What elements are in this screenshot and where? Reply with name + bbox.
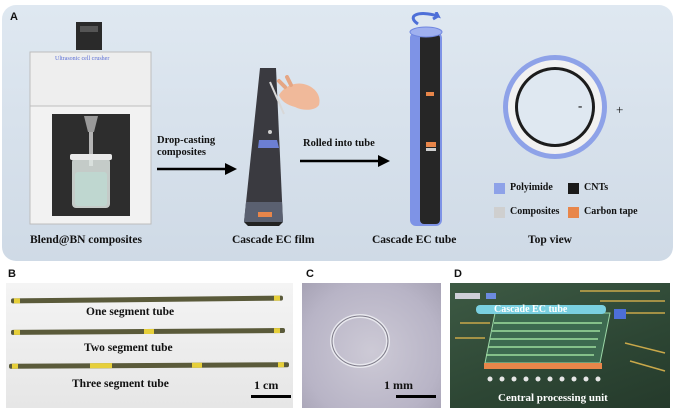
panel-c-letter: C (306, 268, 314, 280)
cascade-ec-tube (409, 12, 443, 226)
arrow-right-icon (157, 163, 237, 175)
dropper-hand-icon (277, 75, 320, 110)
caption-tube: Cascade EC tube (372, 234, 457, 246)
caption-top-view: Top view (528, 234, 572, 246)
ultrasonic-label: Ultrasonic cell crusher (55, 56, 110, 62)
tube-cross-section (330, 314, 436, 398)
arrow-right-icon (300, 155, 390, 167)
circuit-board-render (455, 290, 666, 382)
polarity-plus: + (616, 102, 624, 117)
ultrasonic-cell-crusher (29, 22, 152, 225)
legend-label-composites: Composites (510, 206, 560, 217)
panel-c-photo (302, 283, 441, 408)
scale-bar-b-label: 1 cm (254, 378, 279, 392)
panel-b-photo (6, 283, 293, 408)
legend-swatch-cnts (568, 183, 579, 194)
panel-a-letter: A (10, 11, 18, 23)
legend-label-carbon-tape: Carbon tape (584, 206, 638, 217)
legend-label-polyimide: Polyimide (510, 182, 553, 193)
tube-label-three: Three segment tube (72, 378, 169, 390)
caption-film: Cascade EC film (232, 234, 315, 246)
cascade-tube-label: Cascade EC tube (494, 304, 568, 315)
panel-b-letter: B (8, 268, 16, 280)
polarity-minus: - (578, 98, 583, 113)
legend-label-cnts: CNTs (584, 182, 609, 193)
caption-blend: Blend@BN composites (30, 234, 142, 246)
arrow1-label-line1: Drop-casting (157, 135, 216, 146)
segment-tubes (9, 295, 291, 398)
tube-label-one: One segment tube (86, 306, 175, 318)
arrow1-label: Drop-casting composites (157, 135, 215, 159)
tube-label-two: Two segment tube (84, 342, 173, 354)
legend-swatch-carbon-tape (568, 207, 579, 218)
scale-bar-c-label: 1 mm (384, 378, 413, 392)
top-view-ring (503, 55, 607, 159)
cpu-label: Central processing unit (498, 392, 608, 404)
cascade-ec-film (244, 68, 285, 226)
legend-swatch-composites (494, 207, 505, 218)
legend-swatch-polyimide (494, 183, 505, 194)
arrow1-label-line2: composites (157, 147, 206, 158)
arrow2-label: Rolled into tube (303, 138, 375, 149)
panel-d-letter: D (454, 268, 462, 280)
